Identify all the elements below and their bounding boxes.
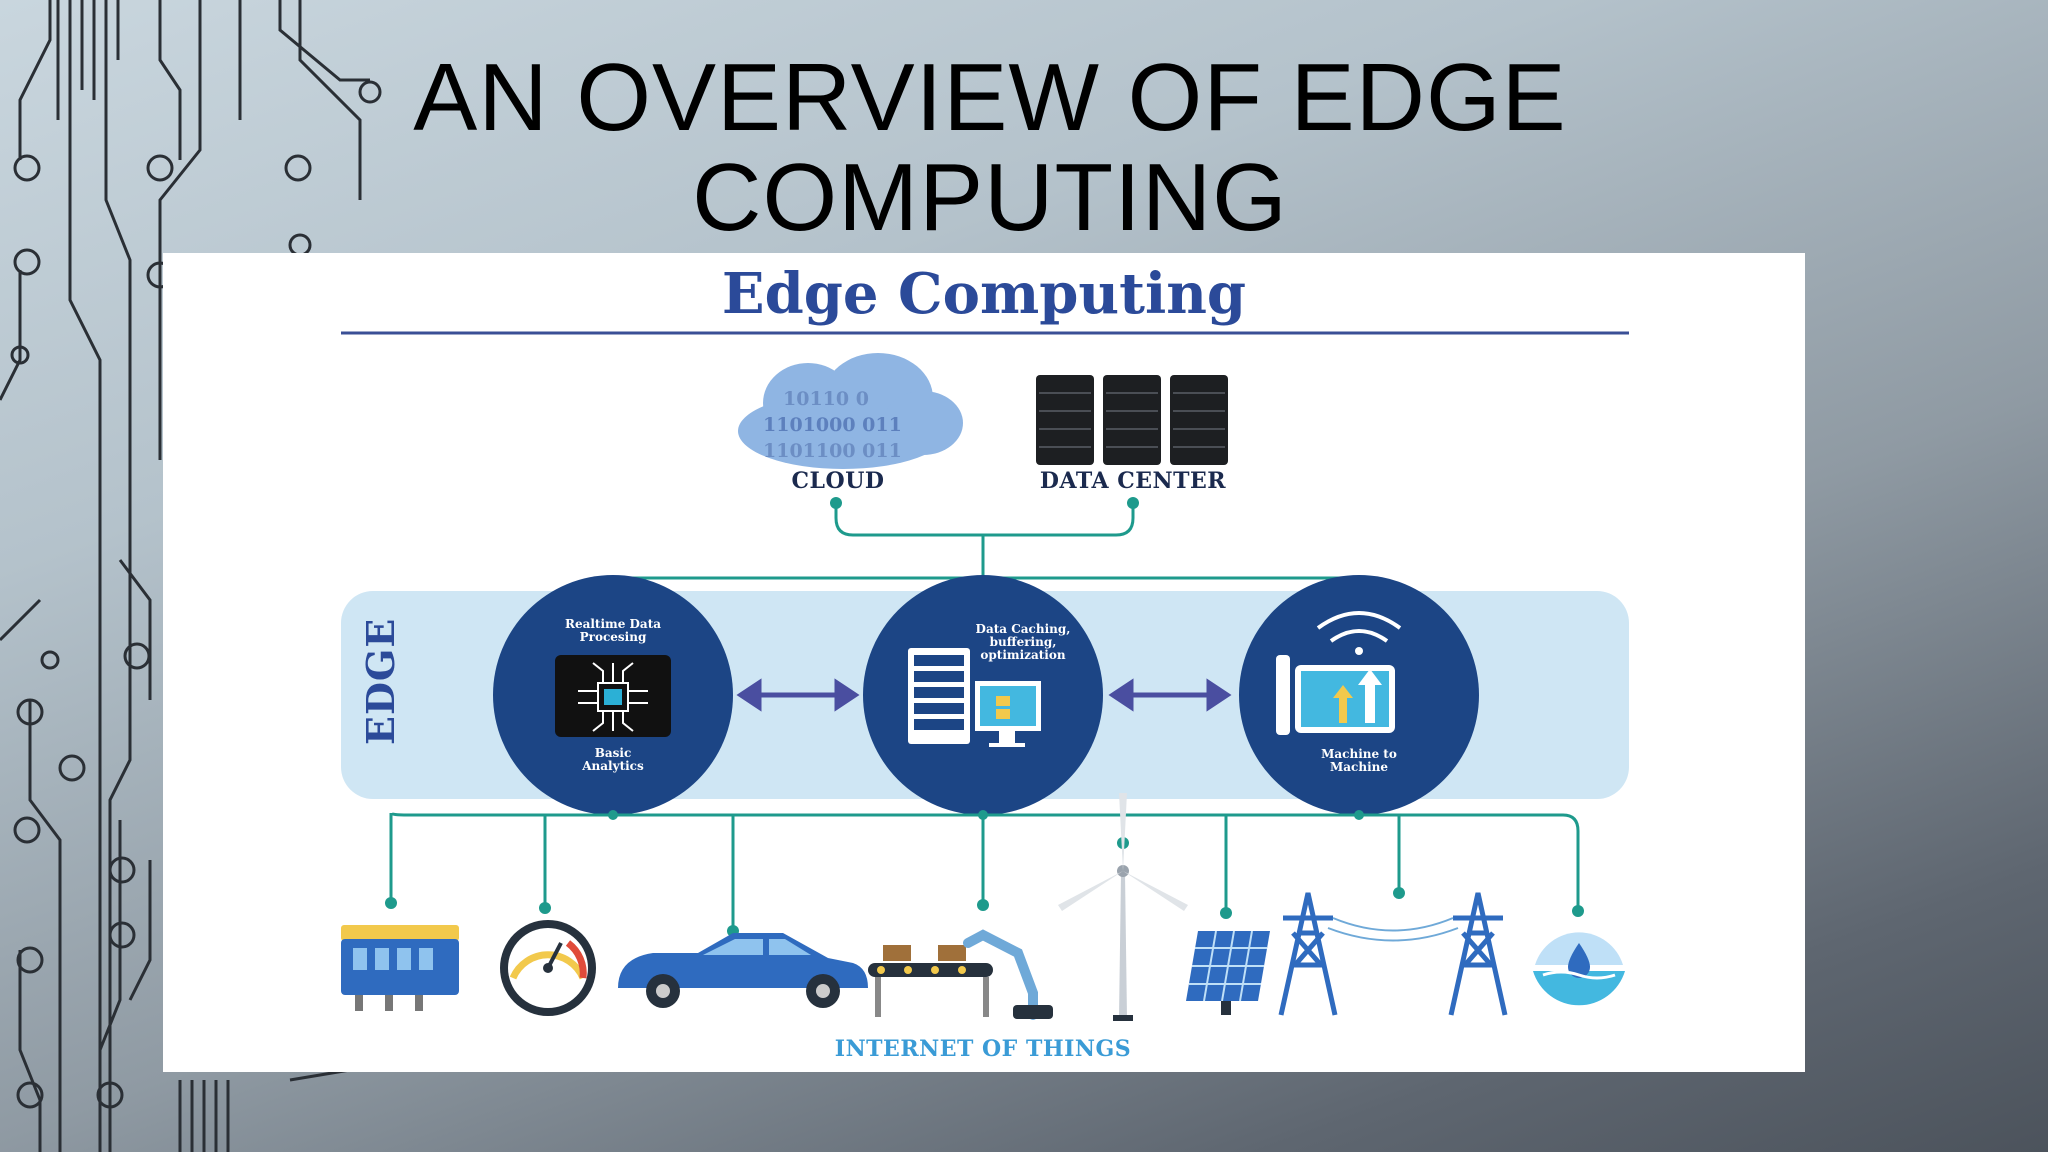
power-lines-icon [1278,892,1508,1016]
server-monitor-icon [908,648,1041,747]
edge-computing-diagram: 10110 0 1101000 011 1101100 011 [163,253,1805,1072]
engine-icon [341,925,459,1011]
diagram-graphics: 10110 0 1101000 011 1101100 011 [341,331,1629,1021]
solar-panel-icon [1186,930,1270,1015]
svg-text:1101000 011: 1101000 011 [763,414,902,436]
car-icon [618,933,868,1008]
arrow-left-to-center [736,678,860,712]
data-center-label: DATA CENTER [1039,468,1227,494]
slide-title-line-2: COMPUTING [692,144,1288,251]
conveyor-robot-icon [868,929,1053,1020]
node-2-top-text: Data Caching, buffering, optimization [975,622,1071,662]
wifi-device-icon [1276,611,1402,735]
svg-text:10110 0: 10110 0 [783,388,869,410]
node-1-top-text: Realtime Data Procesing [564,617,662,644]
wind-turbine-icon [1058,793,1188,1021]
arrow-center-to-right [1108,678,1232,712]
gauge-icon [500,920,596,1016]
data-center-icon [1036,375,1228,465]
svg-text:1101100 011: 1101100 011 [763,440,902,462]
water-icon [1533,932,1625,1006]
iot-label: INTERNET OF THINGS [834,1036,1132,1062]
diagram-title: Edge Computing [721,261,1247,327]
cloud-icon: 10110 0 1101000 011 1101100 011 [738,353,963,469]
slide-title: AN OVERVIEW OF EDGE COMPUTING [360,48,1620,248]
node-1-bottom-text: Basic Analytics [582,746,644,773]
chip-icon [555,655,671,737]
cloud-label: CLOUD [791,468,885,494]
slide-title-line-1: AN OVERVIEW OF EDGE [413,44,1567,151]
node-3-bottom-text: Machine to Machine [1321,747,1397,774]
edge-label: EDGE [358,617,403,745]
